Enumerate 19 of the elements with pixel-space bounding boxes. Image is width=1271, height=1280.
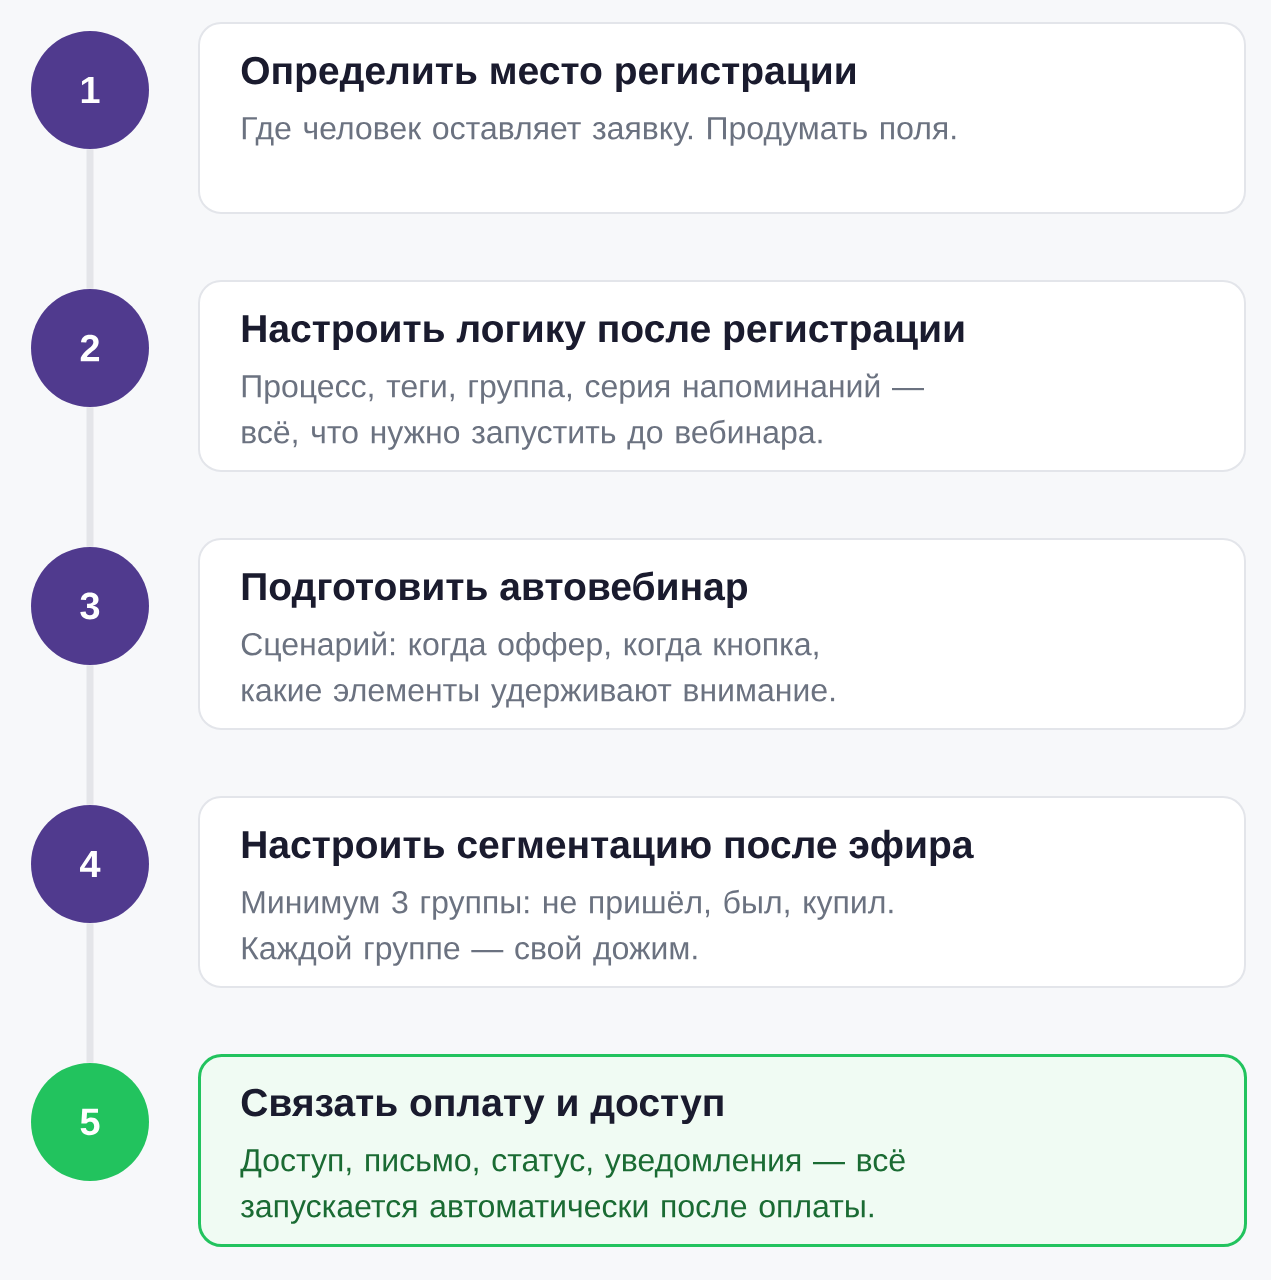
step-description: Процесс, теги, группа, серия напоминаний — всё, что нужно запустить до вебинара.	[242, 373, 924, 450]
timeline-line	[86, 923, 94, 1063]
step-card	[198, 280, 1246, 472]
step-card	[198, 538, 1246, 730]
step-card	[198, 796, 1246, 988]
step-title: Настроить сегментацию после эфира	[242, 829, 974, 867]
timeline-line	[86, 407, 94, 547]
step-title: Подготовить автовебинар	[242, 571, 748, 609]
step-title: Связать оплату и доступ	[241, 1088, 723, 1125]
step-card	[198, 1054, 1247, 1247]
step-description: Где человек оставляет заявку. Продумать поля.	[242, 117, 956, 146]
step-card	[198, 22, 1246, 214]
step-title: Определить место регистрации	[241, 56, 855, 93]
timeline-line	[86, 149, 94, 289]
step-title: Настроить логику после регистрации	[242, 315, 964, 351]
step-description: Сценарий: когда оффер, когда кнопка, какие элементы удерживают внимание.	[241, 631, 835, 708]
step-description: Минимум 3 группы: не пришёл, был, купил. Каждой группе — свой дожим.	[242, 889, 893, 966]
step-description: Доступ, письмо, статус, уведомления — всё запускается автоматически после оплаты.	[240, 1149, 905, 1224]
timeline-line	[86, 665, 94, 805]
